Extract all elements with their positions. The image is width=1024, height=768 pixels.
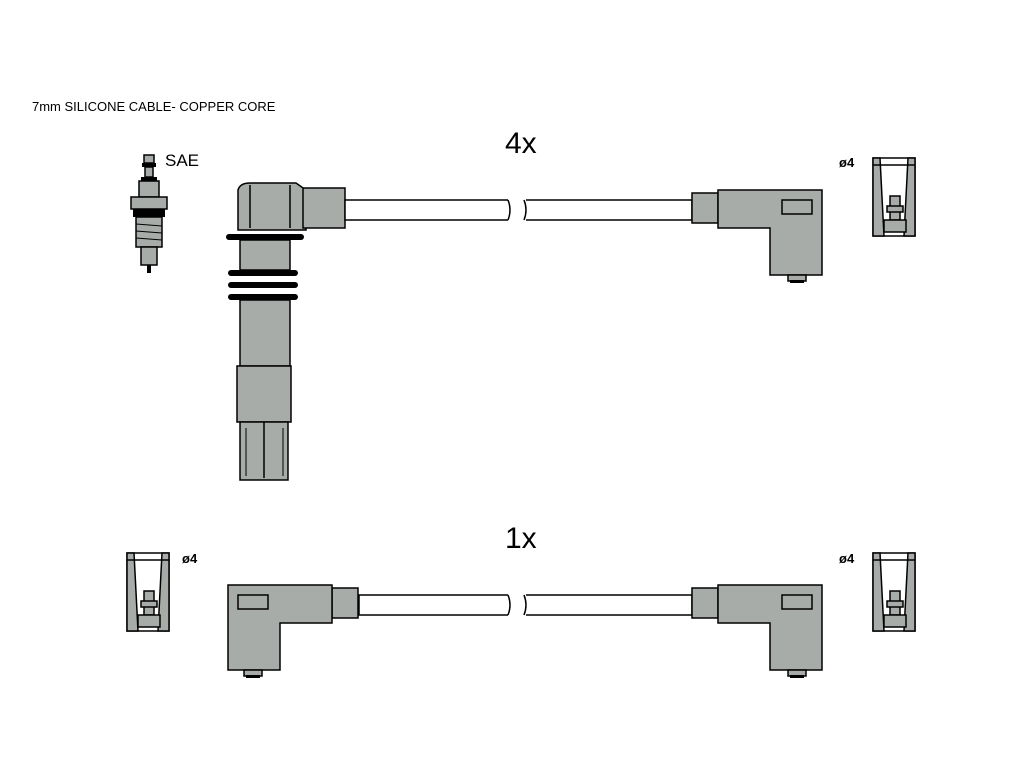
spark-plug-icon [130,154,168,273]
bottom-cable [358,591,693,619]
top-right-boot [691,189,823,284]
spark-plug-thread-label: SAE [165,151,200,170]
top-terminal-diameter: ø4 [839,155,855,170]
bottom-right-terminal-diameter: ø4 [839,551,855,566]
top-terminal-cap-icon [872,157,916,237]
bottom-right-boot [691,584,823,679]
cable-spec-label: 7mm SILICONE CABLE- COPPER CORE [32,99,276,114]
bottom-left-terminal-diameter: ø4 [182,551,198,566]
bottom-left-boot [227,584,359,679]
top-set-quantity: 4x [505,127,537,160]
plug-boot-straight [226,182,346,481]
top-cable [344,196,693,224]
bottom-left-terminal-cap-icon [126,552,170,632]
bottom-right-terminal-cap-icon [872,552,916,632]
bottom-set-quantity: 1x [505,522,537,555]
